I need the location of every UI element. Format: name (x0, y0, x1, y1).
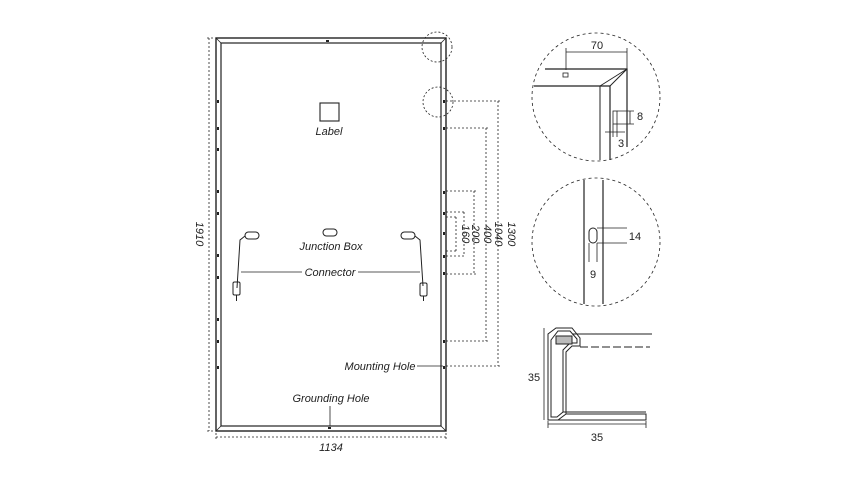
hole-slot-w-text: 9 (590, 269, 596, 281)
dimension-chain (446, 100, 500, 367)
width-dimension-text: 1134 (319, 442, 343, 454)
top-hole-mark (326, 40, 329, 42)
connector-text: Connector (305, 267, 357, 279)
height-dimension-text: 1910 (193, 222, 205, 247)
profile-width-dim (547, 421, 647, 428)
corner-callout (421, 31, 453, 63)
corner-hole-h-text: 8 (637, 111, 643, 123)
hole-detail-dims (588, 227, 627, 262)
profile-height-text: 35 (528, 372, 540, 384)
right-cable (400, 231, 428, 301)
profile-width-text: 35 (591, 432, 603, 444)
width-dimension (215, 433, 447, 440)
hole-detail (531, 177, 661, 307)
frame-profile (547, 327, 652, 421)
hole-slot-h-text: 14 (629, 231, 641, 243)
dim-200-text: 200 (469, 224, 481, 244)
dim-1040-text: 1040 (492, 222, 504, 247)
corner-width-text: 70 (591, 40, 603, 52)
dim-160-text: 160 (459, 225, 471, 244)
junction-box-text: Junction Box (299, 241, 363, 253)
grounding-hole-text: Grounding Hole (292, 393, 369, 405)
mounting-hole-text: Mounting Hole (345, 361, 416, 373)
hole-callout (422, 86, 454, 118)
corner-width-dim (565, 48, 628, 70)
grounding-hole-mark (328, 427, 331, 429)
height-dimension (207, 37, 214, 432)
left-frame-holes (217, 100, 219, 369)
junction-box (322, 228, 338, 237)
panel-frame (215, 37, 447, 432)
dim-400-text: 400 (481, 225, 493, 244)
label-box (319, 102, 340, 122)
corner-hole-w-text: 3 (618, 138, 624, 150)
label-text: Label (316, 126, 343, 138)
dim-1300-text: 1300 (505, 222, 517, 247)
left-cable (232, 231, 260, 301)
right-frame-holes (443, 100, 445, 369)
corner-hole-dims (605, 110, 634, 137)
